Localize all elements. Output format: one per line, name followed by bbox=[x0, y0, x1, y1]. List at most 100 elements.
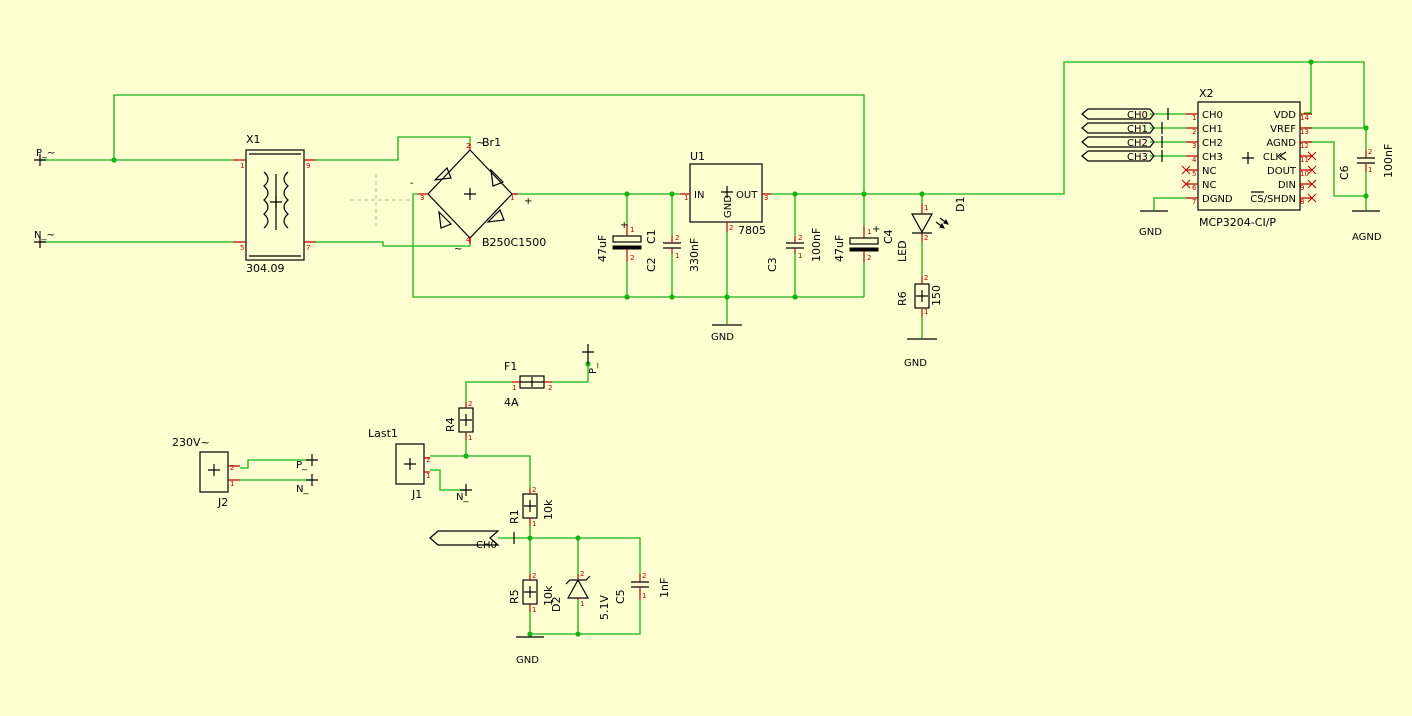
svg-text:2: 2 bbox=[630, 254, 634, 262]
junction-dot bbox=[669, 191, 675, 197]
svg-text:2: 2 bbox=[426, 456, 430, 464]
svg-text:9: 9 bbox=[1300, 184, 1304, 192]
capacitor-c2[interactable]: 2 1 C2 330nF bbox=[645, 234, 701, 272]
junction-dot bbox=[724, 294, 730, 300]
ground-symbol: GND bbox=[711, 324, 742, 343]
x2-right-pins: VDD VREF AGND CLK DOUT DIN CS/SHDN 14 13… bbox=[1250, 110, 1317, 206]
resistor-r6[interactable]: 2 1 R6 150 bbox=[896, 274, 943, 316]
svg-text:B250C1500: B250C1500 bbox=[482, 236, 546, 249]
svg-text:F1: F1 bbox=[504, 360, 517, 373]
connector-last1[interactable]: Last1 2 1 J1 bbox=[368, 427, 430, 501]
svg-text:1: 1 bbox=[1368, 166, 1372, 174]
svg-text:10k: 10k bbox=[542, 585, 555, 606]
channel-tag-ch0: CH0 bbox=[1081, 108, 1169, 121]
junction-dot bbox=[919, 191, 925, 197]
capacitor-c3[interactable]: 2 1 C3 100nF bbox=[766, 228, 823, 272]
svg-text:IN: IN bbox=[694, 190, 704, 201]
svg-text:N_: N_ bbox=[456, 492, 469, 503]
adc-x2[interactable]: X2 CH0 CH1 CH2 CH3 NC NC DGND 1 2 3 4 5 … bbox=[1181, 87, 1317, 229]
svg-text:NC: NC bbox=[1202, 166, 1216, 177]
svg-text:12: 12 bbox=[1300, 142, 1309, 150]
svg-text:-: - bbox=[410, 178, 414, 189]
net-label-p-j2: P_ bbox=[296, 454, 318, 471]
svg-text:OUT: OUT bbox=[736, 190, 758, 201]
svg-text:GND: GND bbox=[723, 195, 734, 218]
svg-text:Br1: Br1 bbox=[482, 136, 501, 149]
svg-text:1nF: 1nF bbox=[658, 578, 671, 598]
svg-text:1: 1 bbox=[230, 480, 234, 488]
svg-text:CLK: CLK bbox=[1263, 152, 1283, 163]
svg-text:R5: R5 bbox=[508, 589, 521, 604]
led-d1[interactable]: 1 2 LED D1 bbox=[896, 197, 967, 262]
svg-text:R4: R4 bbox=[444, 417, 457, 432]
capacitor-c6[interactable]: 2 1 C6 100nF bbox=[1338, 144, 1395, 180]
zener-diode-d2[interactable]: 2 1 D2 5.1V bbox=[550, 570, 611, 620]
svg-text:1: 1 bbox=[1192, 114, 1196, 122]
wires bbox=[40, 61, 1367, 636]
svg-text:10k: 10k bbox=[542, 499, 555, 520]
bridge-rectifier-br1[interactable]: ~ Br1 2 3 1 4 - + ~ B250C1500 bbox=[410, 136, 546, 255]
agnd-symbol: AGND bbox=[1352, 210, 1382, 243]
svg-text:1: 1 bbox=[924, 308, 928, 316]
transformer-x1[interactable]: X1 1 5 9 7 304.09 bbox=[233, 133, 316, 275]
svg-text:GND: GND bbox=[904, 358, 927, 369]
resistor-r5[interactable]: 2 1 R5 10k bbox=[508, 572, 555, 614]
svg-text:1: 1 bbox=[684, 194, 688, 202]
svg-text:11: 11 bbox=[1300, 156, 1309, 164]
svg-text:2: 2 bbox=[532, 486, 536, 494]
svg-text:2: 2 bbox=[642, 572, 646, 580]
svg-text:CH1: CH1 bbox=[1127, 124, 1148, 135]
svg-text:P_: P_ bbox=[296, 460, 308, 471]
svg-text:7: 7 bbox=[1192, 198, 1196, 206]
svg-text:1: 1 bbox=[512, 384, 516, 392]
connector-j2[interactable]: 230V~ 2 1 J2 bbox=[172, 436, 240, 509]
junction-dot bbox=[575, 631, 581, 637]
svg-text:+: + bbox=[524, 196, 532, 207]
capacitor-c4[interactable]: + 1 2 47uF C4 bbox=[833, 224, 895, 262]
junction-dot bbox=[575, 535, 581, 541]
svg-text:7: 7 bbox=[306, 244, 310, 252]
net-label-p-top: P_~ bbox=[34, 148, 55, 166]
svg-text:2: 2 bbox=[798, 234, 802, 242]
svg-text:2: 2 bbox=[924, 234, 928, 242]
svg-text:5: 5 bbox=[1192, 170, 1196, 178]
fuse-f1[interactable]: F1 1 2 4A bbox=[504, 360, 552, 409]
ground-symbol: GND bbox=[516, 636, 544, 666]
svg-text:CH3: CH3 bbox=[1127, 152, 1148, 163]
svg-text:DOUT: DOUT bbox=[1267, 166, 1297, 177]
x2-left-pins: CH0 CH1 CH2 CH3 NC NC DGND 1 2 3 4 5 6 7 bbox=[1181, 110, 1233, 206]
channel-tag-ch2: CH2 bbox=[1081, 136, 1163, 149]
svg-text:GND: GND bbox=[711, 332, 734, 343]
resistor-r4[interactable]: 2 1 R4 bbox=[444, 400, 474, 442]
svg-text:N_~: N_~ bbox=[34, 230, 55, 241]
junction-dot bbox=[1308, 59, 1314, 65]
crosshair-marker bbox=[350, 174, 410, 226]
svg-text:R6: R6 bbox=[896, 291, 909, 306]
ground-symbol: GND bbox=[1139, 210, 1168, 238]
svg-text:X1: X1 bbox=[246, 133, 261, 146]
resistor-r1[interactable]: 2 1 R1 10k bbox=[508, 486, 555, 528]
junctions bbox=[111, 59, 1369, 637]
svg-text:1: 1 bbox=[924, 204, 928, 212]
svg-text:2: 2 bbox=[1368, 148, 1372, 156]
junction-dot bbox=[527, 631, 533, 637]
svg-text:P_: P_ bbox=[588, 362, 599, 374]
svg-text:2: 2 bbox=[675, 234, 679, 242]
svg-text:6: 6 bbox=[1192, 184, 1197, 192]
svg-text:3: 3 bbox=[764, 194, 768, 202]
svg-text:+: + bbox=[872, 224, 880, 235]
capacitor-c1[interactable]: + 1 2 47uF C1 bbox=[596, 220, 658, 262]
svg-text:~: ~ bbox=[476, 136, 485, 149]
svg-text:4: 4 bbox=[466, 236, 471, 244]
channel-tag-ch1: CH1 bbox=[1081, 122, 1163, 135]
channel-tag-ch3: CH3 bbox=[1081, 150, 1163, 163]
svg-text:D2: D2 bbox=[550, 597, 563, 612]
svg-text:CH0: CH0 bbox=[1202, 110, 1223, 121]
no-connect-mark bbox=[1307, 151, 1317, 203]
svg-text:VDD: VDD bbox=[1274, 110, 1297, 121]
regulator-u1[interactable]: U1 IN OUT GND 1 3 2 7805 bbox=[680, 150, 771, 237]
capacitor-c5[interactable]: 2 1 C5 1nF bbox=[614, 572, 671, 604]
svg-text:4: 4 bbox=[1192, 156, 1197, 164]
junction-dot bbox=[624, 191, 630, 197]
junction-dot bbox=[792, 191, 798, 197]
